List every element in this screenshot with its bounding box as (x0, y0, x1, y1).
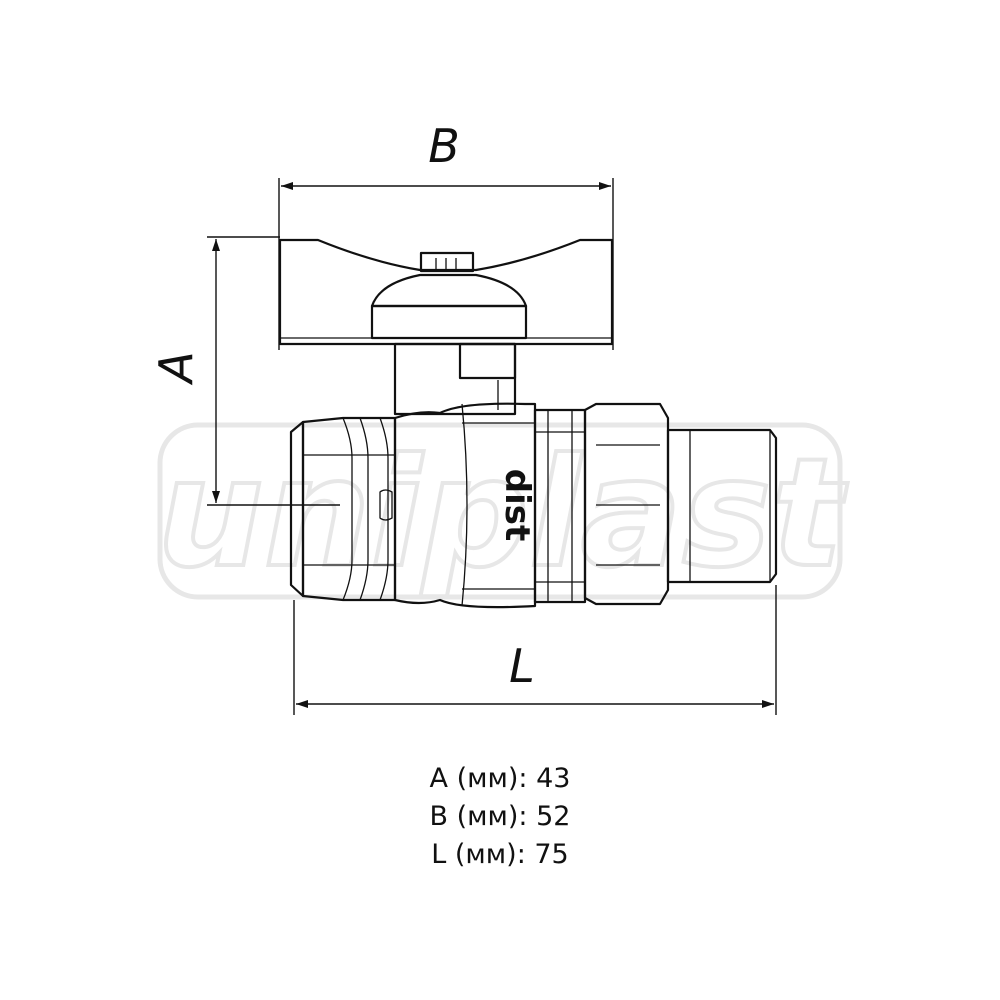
dimension-a-label: A (149, 351, 203, 385)
dimension-b: B (278, 119, 614, 350)
svg-text:uniplast: uniplast (157, 427, 848, 601)
spec-l: L (мм): 75 (431, 839, 569, 870)
dimension-l: L (293, 585, 777, 715)
dimension-a: A (149, 236, 340, 506)
spec-b: B (мм): 52 (429, 801, 571, 832)
butterfly-handle (278, 238, 614, 346)
uniplast-watermark: uniplast (155, 422, 850, 603)
dimension-b-label: B (428, 119, 460, 173)
left-hex-fitting (289, 416, 397, 602)
male-threaded-end (666, 428, 778, 584)
valve-stem (393, 342, 517, 416)
spec-a: A (мм): 43 (429, 763, 571, 794)
specs-list: A (мм): 43 B (мм): 52 L (мм): 75 (0, 760, 1000, 874)
body-brand-marking: dist (497, 469, 537, 541)
dimension-l-label: L (509, 639, 535, 693)
union-hex-nut (533, 402, 670, 606)
